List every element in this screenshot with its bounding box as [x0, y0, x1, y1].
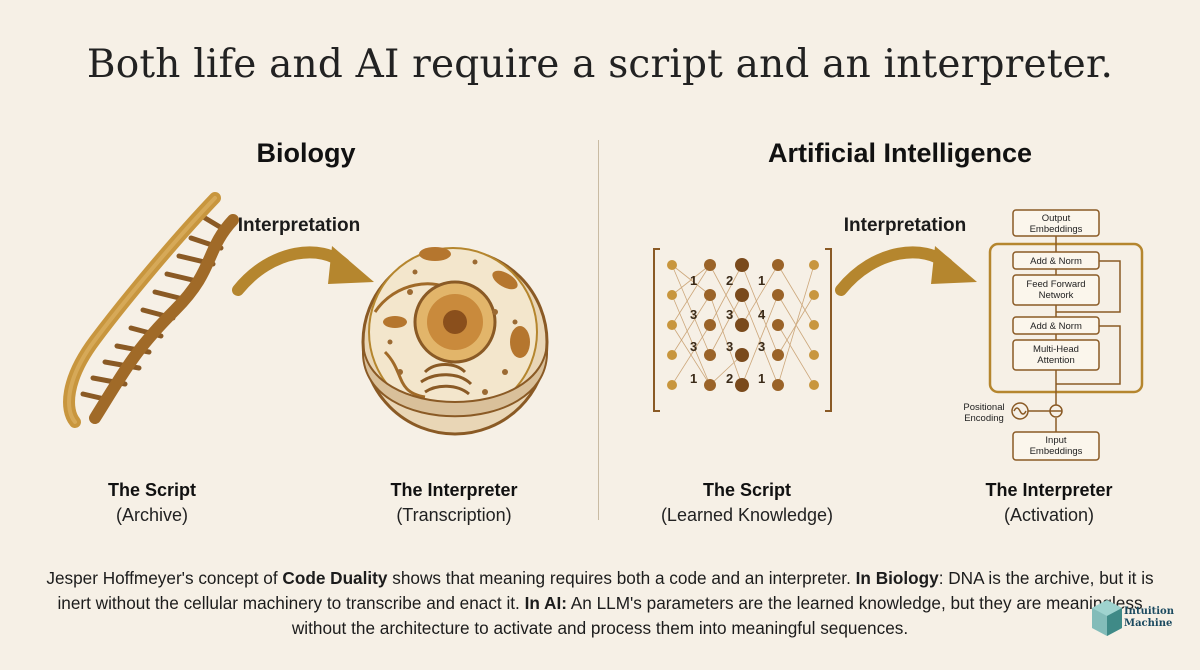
nn-number: 3	[726, 339, 733, 354]
nn-number: 1	[758, 371, 765, 386]
ai-script-caption: The Script (Learned Knowledge)	[647, 480, 847, 526]
page-title: Both life and AI require a script and an…	[0, 42, 1200, 87]
biology-interpreter-caption: The Interpreter (Transcription)	[354, 480, 554, 526]
ai-heading: Artificial Intelligence	[720, 138, 1080, 169]
nn-number: 3	[758, 339, 765, 354]
nn-number: 2	[726, 273, 733, 288]
caption-title: The Interpreter	[354, 480, 554, 501]
caption-subtitle: (Activation)	[949, 505, 1149, 526]
dna-helix-icon	[55, 190, 255, 430]
nn-number: 1	[690, 371, 697, 386]
neural-network-icon: 1 2 1 3 3 4 3 3 3 1 2 1	[650, 245, 835, 415]
ai-interpreter-caption: The Interpreter (Activation)	[949, 480, 1149, 526]
add-norm-top-label: Add & Norm	[1030, 256, 1082, 267]
paragraph-bold: In AI:	[525, 593, 567, 613]
nn-number: 1	[690, 273, 697, 288]
caption-subtitle: (Archive)	[52, 505, 252, 526]
biology-script-caption: The Script (Archive)	[52, 480, 252, 526]
logo-text: Intuition Machine	[1124, 606, 1174, 630]
logo-line: Machine	[1124, 618, 1174, 630]
section-divider	[598, 140, 599, 520]
caption-title: The Interpreter	[949, 480, 1149, 501]
caption-subtitle: (Learned Knowledge)	[647, 505, 847, 526]
paragraph-text: shows that meaning requires both a code …	[387, 568, 855, 588]
caption-title: The Script	[52, 480, 252, 501]
nn-number: 1	[758, 273, 765, 288]
paragraph-bold: In Biology	[856, 568, 939, 588]
nn-number: 3	[690, 339, 697, 354]
add-norm-bottom-label: Add & Norm	[1030, 321, 1082, 332]
nn-number: 3	[690, 307, 697, 322]
caption-subtitle: (Transcription)	[354, 505, 554, 526]
nn-number: 2	[726, 371, 733, 386]
nn-number: 4	[758, 307, 766, 322]
biology-heading: Biology	[206, 138, 406, 169]
description-paragraph: Jesper Hoffmeyer's concept of Code Duali…	[40, 566, 1160, 641]
nn-number: 3	[726, 307, 733, 322]
paragraph-bold: Code Duality	[282, 568, 387, 588]
cell-icon	[355, 222, 555, 452]
intuition-machine-logo-icon	[1090, 598, 1124, 638]
caption-title: The Script	[647, 480, 847, 501]
logo-line: Intuition	[1124, 606, 1174, 618]
paragraph-text: Jesper Hoffmeyer's concept of	[46, 568, 282, 588]
